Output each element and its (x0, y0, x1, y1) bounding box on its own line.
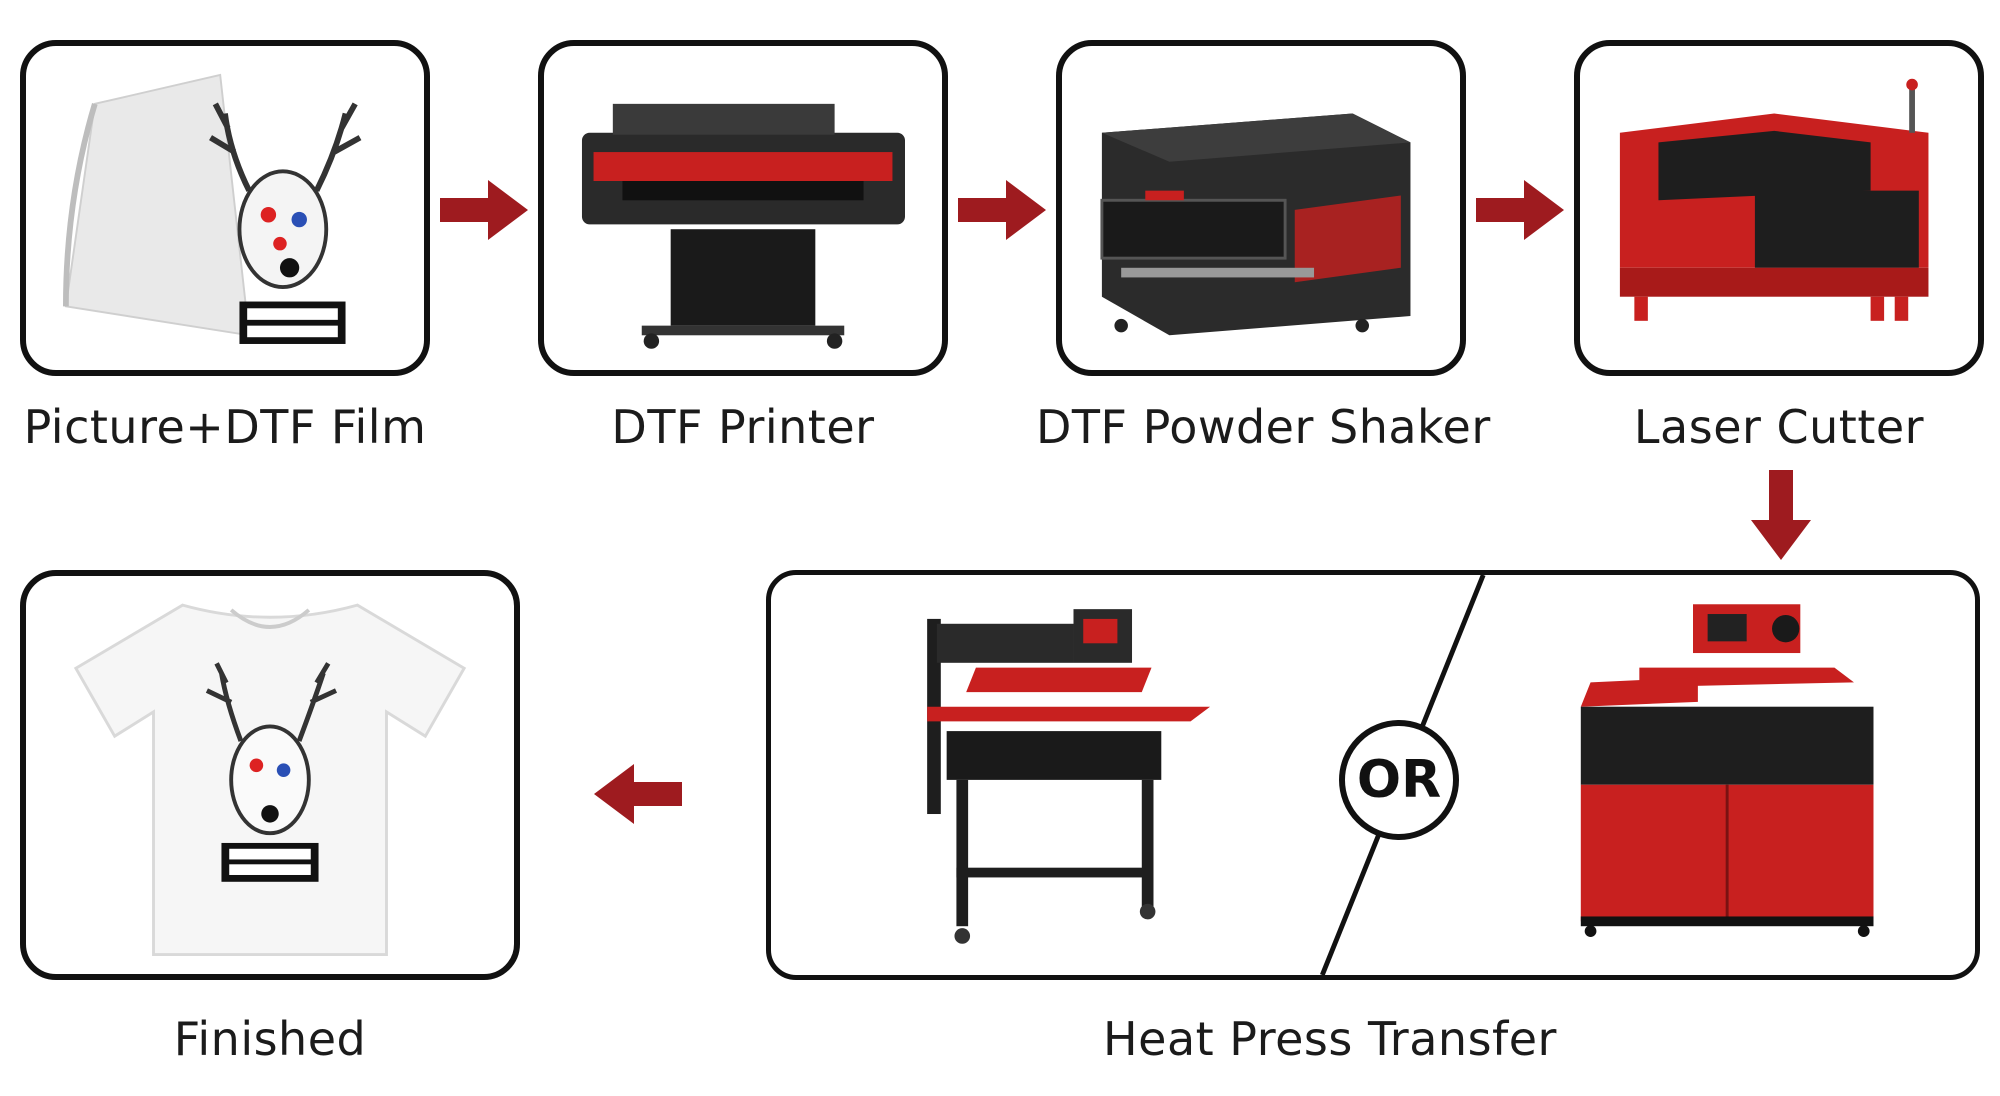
step-finished-label: Finished (173, 1012, 367, 1066)
step-film-panel (20, 40, 430, 376)
deer-antlers (209, 102, 362, 192)
step-shaker-panel (1056, 40, 1466, 376)
finished-tshirt-illustration (73, 603, 467, 957)
film-and-deer-illustration (63, 73, 362, 344)
step-printer-label: DTF Printer (611, 400, 875, 454)
step-printer-panel (538, 40, 948, 376)
arrow-right-icon (958, 180, 1046, 240)
powder-shaker-illustration (1100, 113, 1411, 336)
step-heatpress-label: Heat Press Transfer (1103, 1012, 1557, 1066)
arrow-down-icon (1751, 470, 1811, 560)
laser-cutter-illustration (1619, 78, 1929, 321)
arrow-left-icon (594, 764, 682, 824)
pneumatic-heat-press-left (927, 609, 1211, 944)
or-badge: OR (1339, 720, 1459, 840)
step-laser-panel (1574, 40, 1984, 376)
dtf-printer-illustration (581, 103, 905, 349)
cabinet-heat-press-right (1580, 604, 1874, 937)
arrow-right-icon (1476, 180, 1564, 240)
step-film-label: Picture+DTF Film (23, 400, 427, 454)
heat-press-illustrations (927, 575, 1874, 975)
arrow-right-icon (440, 180, 528, 240)
step-shaker-label: DTF Powder Shaker (1036, 400, 1491, 454)
step-finished-panel (20, 570, 520, 980)
step-laser-label: Laser Cutter (1633, 400, 1925, 454)
